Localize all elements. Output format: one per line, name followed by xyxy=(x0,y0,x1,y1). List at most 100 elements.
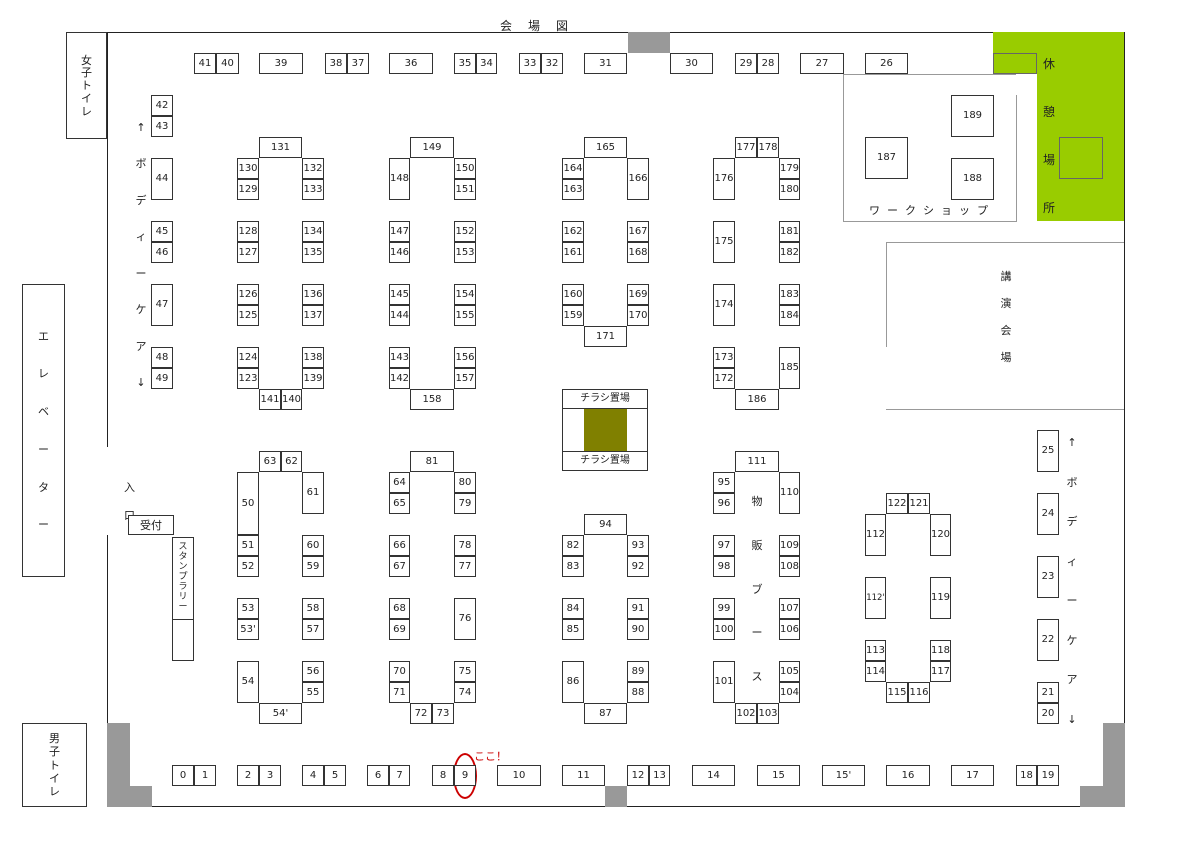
booth-64: 64 xyxy=(389,472,410,493)
booth-8: 8 xyxy=(432,765,454,786)
booth-50: 50 xyxy=(237,472,259,535)
booth-13: 13 xyxy=(649,765,670,786)
booth-41: 41 xyxy=(194,53,216,74)
bodycare-right-label: ↑ボディーケア↓ xyxy=(1066,436,1078,726)
booth-99: 99 xyxy=(713,598,735,619)
booth-110: 110 xyxy=(779,472,800,514)
booth-80: 80 xyxy=(454,472,476,493)
booth-182: 182 xyxy=(779,242,800,263)
booth-118: 118 xyxy=(930,640,951,661)
booth-31: 31 xyxy=(584,53,627,74)
booth-103: 103 xyxy=(757,703,779,724)
booth-6: 6 xyxy=(367,765,389,786)
here-label: ここ！ xyxy=(474,750,507,763)
booth-126: 126 xyxy=(237,284,259,305)
booth-57: 57 xyxy=(302,619,324,640)
booth-36: 36 xyxy=(389,53,433,74)
booth-124: 124 xyxy=(237,347,259,368)
booth-106: 106 xyxy=(779,619,800,640)
booth-39: 39 xyxy=(259,53,303,74)
flyer-rack-bottom: チラシ置場 xyxy=(562,451,648,471)
booth-34: 34 xyxy=(476,53,497,74)
booth-37: 37 xyxy=(347,53,369,74)
booth-27: 27 xyxy=(800,53,844,74)
booth-113: 113 xyxy=(865,640,886,661)
booth-71: 71 xyxy=(389,682,410,703)
booth-18: 18 xyxy=(1016,765,1037,786)
lecture-wall-top xyxy=(886,242,1124,243)
booth-91: 91 xyxy=(627,598,649,619)
booth-134: 134 xyxy=(302,221,324,242)
booth-188: 188 xyxy=(951,158,994,200)
booth-0: 0 xyxy=(172,765,194,786)
booth-22: 22 xyxy=(1037,619,1059,661)
booth-43: 43 xyxy=(151,116,173,137)
booth-125: 125 xyxy=(237,305,259,326)
booth-178: 178 xyxy=(757,137,779,158)
booth-53: 53 xyxy=(237,598,259,619)
booth-95: 95 xyxy=(713,472,735,493)
booth-176: 176 xyxy=(713,158,735,200)
rest-area-label: 休憩場所 xyxy=(1042,57,1055,215)
booth-7: 7 xyxy=(389,765,410,786)
booth-115: 115 xyxy=(886,682,908,703)
booth-122: 122 xyxy=(886,493,908,514)
booth-23: 23 xyxy=(1037,556,1059,598)
booth-127: 127 xyxy=(237,242,259,263)
booth-19: 19 xyxy=(1037,765,1059,786)
booth-171: 171 xyxy=(584,326,627,347)
booth-159: 159 xyxy=(562,305,584,326)
booth-60: 60 xyxy=(302,535,324,556)
booth-170: 170 xyxy=(627,305,649,326)
booth-181: 181 xyxy=(779,221,800,242)
elevator-label: エレベーター xyxy=(38,329,49,532)
booth-75: 75 xyxy=(454,661,476,682)
hall-wall-left-lower xyxy=(107,535,108,806)
womens-toilet-label: 女子トイレ xyxy=(81,53,92,118)
booth-141: 141 xyxy=(259,389,281,410)
booth-65: 65 xyxy=(389,493,410,514)
rest-area-cutout xyxy=(993,74,1037,221)
booth-189: 189 xyxy=(951,95,994,137)
booth-157: 157 xyxy=(454,368,476,389)
booth-183: 183 xyxy=(779,284,800,305)
pillar-top xyxy=(628,32,670,53)
elevator: エレベーター xyxy=(22,284,65,577)
booth-112: 112 xyxy=(865,514,886,556)
booth-119: 119 xyxy=(930,577,951,619)
hall-wall-left-upper xyxy=(107,32,108,447)
booth-185: 185 xyxy=(779,347,800,389)
hall-wall-top xyxy=(107,32,1125,33)
booth-52: 52 xyxy=(237,556,259,577)
lecture-wall-bottom xyxy=(886,409,1124,410)
booth-4: 4 xyxy=(302,765,324,786)
booth-20: 20 xyxy=(1037,703,1059,724)
booth-101: 101 xyxy=(713,661,735,703)
booth-84: 84 xyxy=(562,598,584,619)
booth-82: 82 xyxy=(562,535,584,556)
booth-46: 46 xyxy=(151,242,173,263)
mens-toilet: 男子トイレ xyxy=(22,723,87,807)
booth-162: 162 xyxy=(562,221,584,242)
booth-90: 90 xyxy=(627,619,649,640)
booth-88: 88 xyxy=(627,682,649,703)
booth-158: 158 xyxy=(410,389,454,410)
booth-129: 129 xyxy=(237,179,259,200)
booth-89: 89 xyxy=(627,661,649,682)
booth-142: 142 xyxy=(389,368,410,389)
workshop-wall-left xyxy=(843,74,844,222)
lecture-hall-label: 講演会場 xyxy=(1000,270,1012,364)
booth-145: 145 xyxy=(389,284,410,305)
booth-33: 33 xyxy=(519,53,541,74)
flyer-rack-top: チラシ置場 xyxy=(562,389,648,409)
flyer-box xyxy=(584,409,627,451)
booth-173: 173 xyxy=(713,347,735,368)
booth-175: 175 xyxy=(713,221,735,263)
booth-85: 85 xyxy=(562,619,584,640)
booth-94: 94 xyxy=(584,514,627,535)
booth-116: 116 xyxy=(908,682,930,703)
map-title: 会 場 図 xyxy=(500,19,571,33)
booth-164: 164 xyxy=(562,158,584,179)
stamp-rally-label: スタンプラリー xyxy=(178,541,188,612)
booth-143: 143 xyxy=(389,347,410,368)
